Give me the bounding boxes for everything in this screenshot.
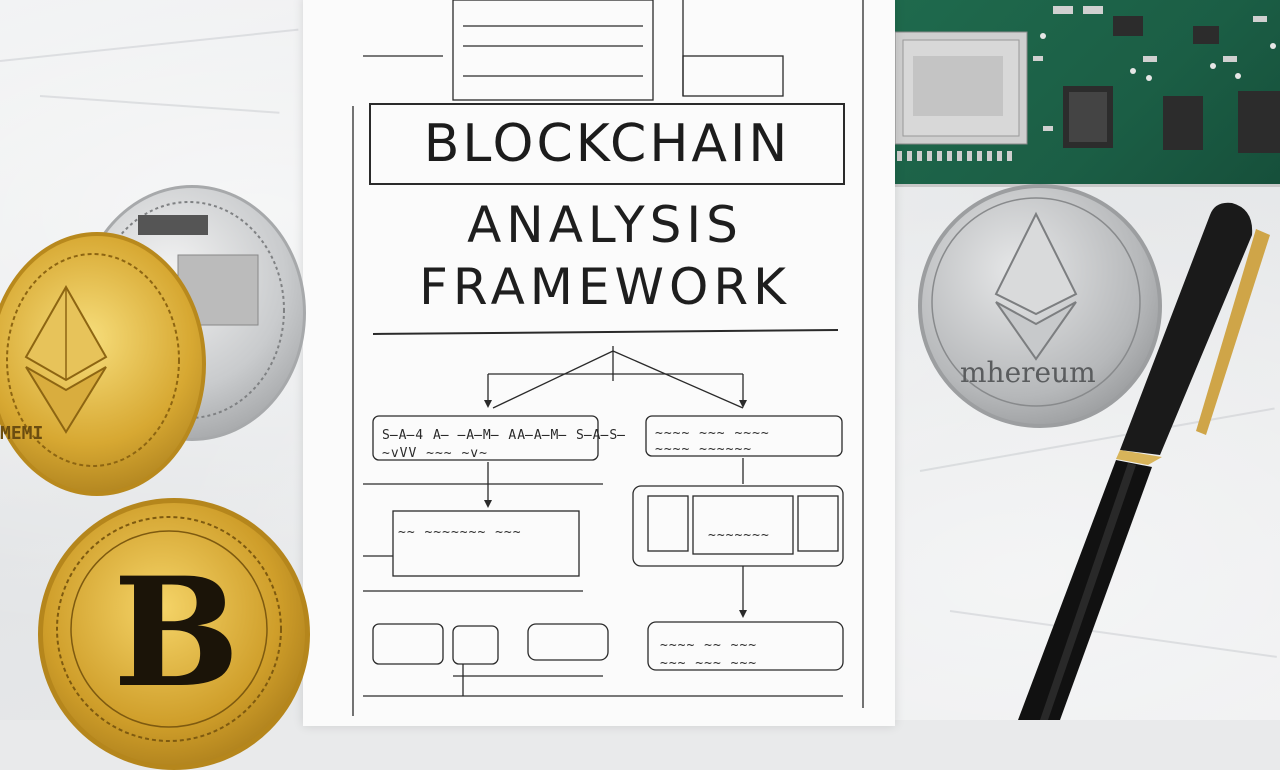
handwritten-note: ~~~~~~~ xyxy=(708,528,770,543)
fountain-pen xyxy=(1000,195,1280,720)
handwritten-note: ~~~~ ~~~~~~ xyxy=(655,442,753,457)
gold-coin-inscription: MEMI xyxy=(0,423,44,444)
silver-coin-inscription: mhereum xyxy=(960,356,1096,389)
circuit-board xyxy=(893,0,1280,187)
handwritten-note: ~~~ ~~~ ~~~ xyxy=(660,656,758,671)
handwritten-note: ~~~~ ~~ ~~~ xyxy=(660,638,758,653)
silver-ethereum-coin: mhereum xyxy=(918,184,1162,428)
gold-ethereum-coin: MEMI xyxy=(0,232,206,496)
notebook-subtitle-line1: ANALYSIS xyxy=(467,196,743,254)
handwritten-note: ~~~~ ~~~ ~~~~ xyxy=(655,426,770,441)
handwritten-note: S̶A̶4 A̶ ̶A̶M̶ AA̶A̶M̶ S̶A̶S̶ xyxy=(382,428,626,443)
gold-bitcoin-coin: B xyxy=(38,498,310,770)
notebook-page xyxy=(303,0,895,726)
notebook-subtitle-line2: FRAMEWORK xyxy=(419,258,791,316)
notebook-title: BLOCKCHAIN xyxy=(369,103,845,185)
handwritten-note: ~vVV ~~~ ~v~ xyxy=(382,446,488,461)
handwritten-note: ~~ ~~~~~~~ ~~~ xyxy=(398,525,522,540)
bitcoin-symbol: B xyxy=(113,545,240,721)
